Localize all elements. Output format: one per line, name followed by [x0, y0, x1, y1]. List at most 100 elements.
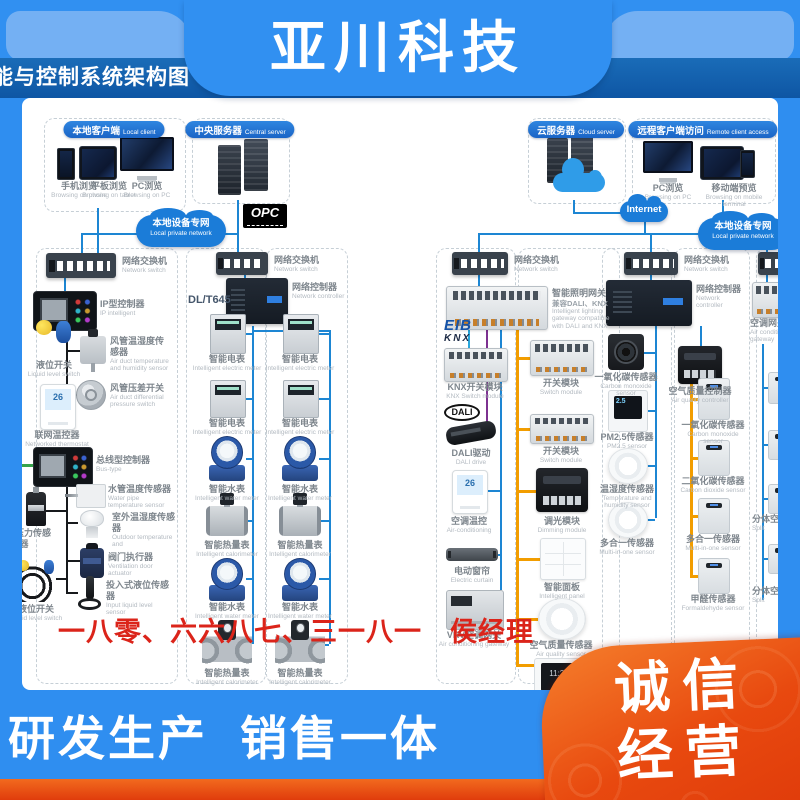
- duct-temp-humidity-sensor: [80, 328, 106, 373]
- label-cn: 分体空调: [752, 586, 778, 596]
- flow-calorimeter-1: [202, 620, 252, 668]
- internet-cloud: Internet: [620, 194, 668, 222]
- connector-12: [64, 277, 66, 292]
- connector-5: [573, 212, 645, 214]
- label-en: Intelligent lighting gateway compatible …: [552, 307, 610, 330]
- label-en: Split: [752, 524, 765, 532]
- label-cn: 智能电表: [281, 418, 318, 428]
- label-cn: 空气质量传感器: [529, 640, 593, 650]
- connector-32: [246, 520, 252, 522]
- caption-cn: PC浏览: [131, 181, 163, 191]
- pipe-pressure-sensor-label: 水管压力传感器: [22, 528, 54, 550]
- label-en: Temperature and humidity sensor: [602, 494, 652, 510]
- motto-badge: 诚信 经营: [538, 636, 800, 800]
- formaldehyde-sensor: [698, 558, 730, 594]
- pill-label-cn: 远程客户端访问: [637, 126, 704, 137]
- label-cn: 网络交换机: [274, 255, 320, 265]
- opc-logo: OPC: [243, 204, 287, 228]
- label-en: Air quality sensor: [536, 650, 586, 658]
- label-cn: 联网温控器: [34, 430, 80, 440]
- label-cn: 智能水表: [208, 484, 245, 494]
- cloud-shape: [549, 158, 609, 194]
- label-en: Intelligent calorimeter: [269, 678, 331, 686]
- split-unit-4-label: 分体空调Split: [752, 586, 778, 604]
- connector-45: [486, 490, 500, 492]
- connector-9: [650, 233, 652, 253]
- label-cn: 分体空调: [752, 514, 778, 524]
- electric-meter-2: [283, 314, 319, 354]
- connector-48: [516, 357, 530, 360]
- label-cn: 空调温控: [450, 516, 487, 526]
- water-meter-4: [279, 558, 321, 602]
- label-cn: 阀门执行器: [108, 552, 154, 562]
- connector-38: [319, 520, 329, 522]
- connector-62: [690, 398, 698, 401]
- caption-cn: PC浏览: [652, 183, 684, 193]
- connector-42: [468, 328, 470, 348]
- label-cn: 开关模块: [542, 378, 579, 388]
- label-en: Split: [752, 596, 765, 604]
- electric-meter-4: [283, 380, 319, 418]
- label-en: KNX Switch module: [446, 392, 504, 400]
- label-en: Network switch: [122, 266, 166, 274]
- split-unit-4: [768, 544, 778, 574]
- label-cn: 智能热量表: [204, 540, 250, 550]
- connector-33: [246, 578, 252, 580]
- label-cn: 网络控制器: [292, 282, 338, 292]
- label-cn: 网络交换机: [514, 255, 560, 265]
- ac-gateway-e: [752, 282, 778, 318]
- dimming-module: [536, 468, 588, 512]
- label-cn: 水管温度传感器: [108, 484, 172, 494]
- footer-slogan: 研发生产 销售一体: [8, 712, 441, 765]
- label-cn: 电动窗帘: [453, 566, 490, 576]
- connector-8: [478, 233, 480, 253]
- caption-en: Browsing on PC: [123, 191, 171, 199]
- connector-56: [644, 352, 655, 354]
- label-cn: 一氧化碳传感器: [594, 372, 658, 382]
- label-cn: 一氧化碳传感器: [681, 420, 745, 430]
- label-en: Air conditioning gateway: [750, 328, 778, 344]
- label-en: Electric curtain: [450, 576, 494, 584]
- connector-41: [478, 275, 480, 286]
- connector-36: [319, 398, 329, 400]
- label-en: Network switch: [514, 265, 558, 273]
- intelligent-panel: [540, 538, 586, 580]
- water-meter-1: [206, 436, 248, 482]
- connector-60: [700, 326, 702, 346]
- label-cn: 多合一传感器: [685, 534, 740, 544]
- connector-35: [319, 333, 329, 335]
- label-en: Intelligent electric meter: [192, 428, 262, 436]
- label-en: Liquid level switch: [27, 370, 81, 378]
- connector-49: [516, 428, 530, 431]
- group-box-0: [44, 118, 186, 212]
- label-en: Air duct differential pressure switch: [110, 393, 164, 409]
- label-cn: 智能热量表: [277, 540, 323, 550]
- label-en: Network controller: [292, 292, 345, 300]
- network-switch-b: [216, 252, 268, 275]
- connector-19: [44, 510, 66, 512]
- pipe-pressure-sensor: [26, 486, 46, 526]
- connector-66: [766, 275, 768, 282]
- connector-67: [762, 344, 764, 600]
